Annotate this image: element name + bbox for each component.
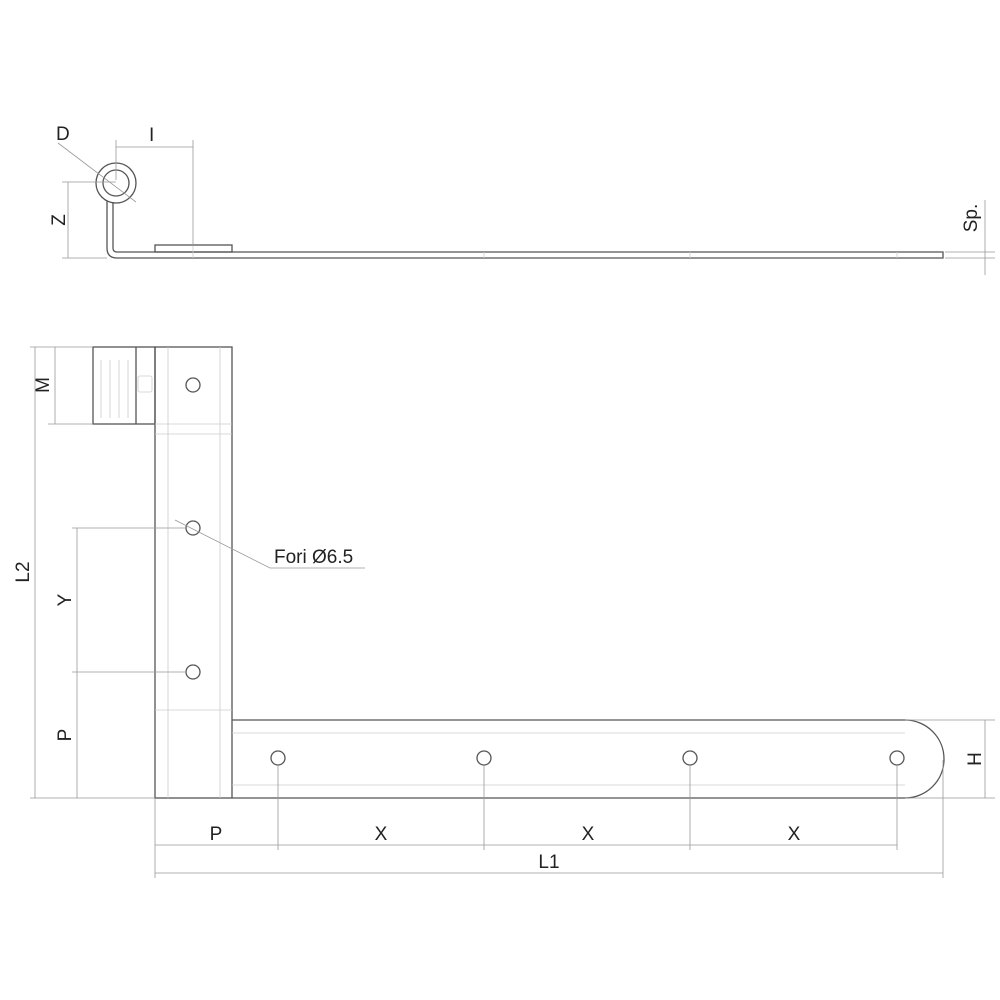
label-P-vertical: P (55, 729, 76, 742)
horizontal-strap (232, 719, 945, 799)
label-P-horizontal: P (210, 824, 223, 845)
front-view: Fori Ø6.5 L2 M Y P H P X X X L1 (13, 346, 995, 878)
side-view: D I Z Sp. (49, 124, 995, 275)
label-M: M (33, 377, 54, 393)
hole (889, 750, 905, 766)
hole (185, 520, 201, 536)
label-X1: X (375, 824, 388, 845)
hole (270, 750, 286, 766)
label-X2: X (582, 824, 595, 845)
label-Y: Y (55, 593, 76, 606)
hole (682, 750, 698, 766)
leaf-profile (154, 244, 233, 253)
label-D: D (56, 124, 70, 145)
label-X3: X (788, 824, 801, 845)
label-L1: L1 (538, 852, 559, 873)
hole (185, 377, 201, 393)
label-L2: L2 (13, 561, 34, 582)
strap-profile (106, 201, 944, 259)
knuckle (92, 346, 156, 425)
label-Z: Z (49, 214, 70, 226)
vertical-leaf (154, 346, 233, 799)
label-I: I (149, 125, 154, 146)
hole (185, 664, 201, 680)
label-Sp: Sp. (961, 204, 982, 233)
mounting-holes (185, 377, 905, 766)
hole (476, 750, 492, 766)
label-H: H (965, 752, 986, 766)
label-holes: Fori Ø6.5 (274, 547, 353, 568)
